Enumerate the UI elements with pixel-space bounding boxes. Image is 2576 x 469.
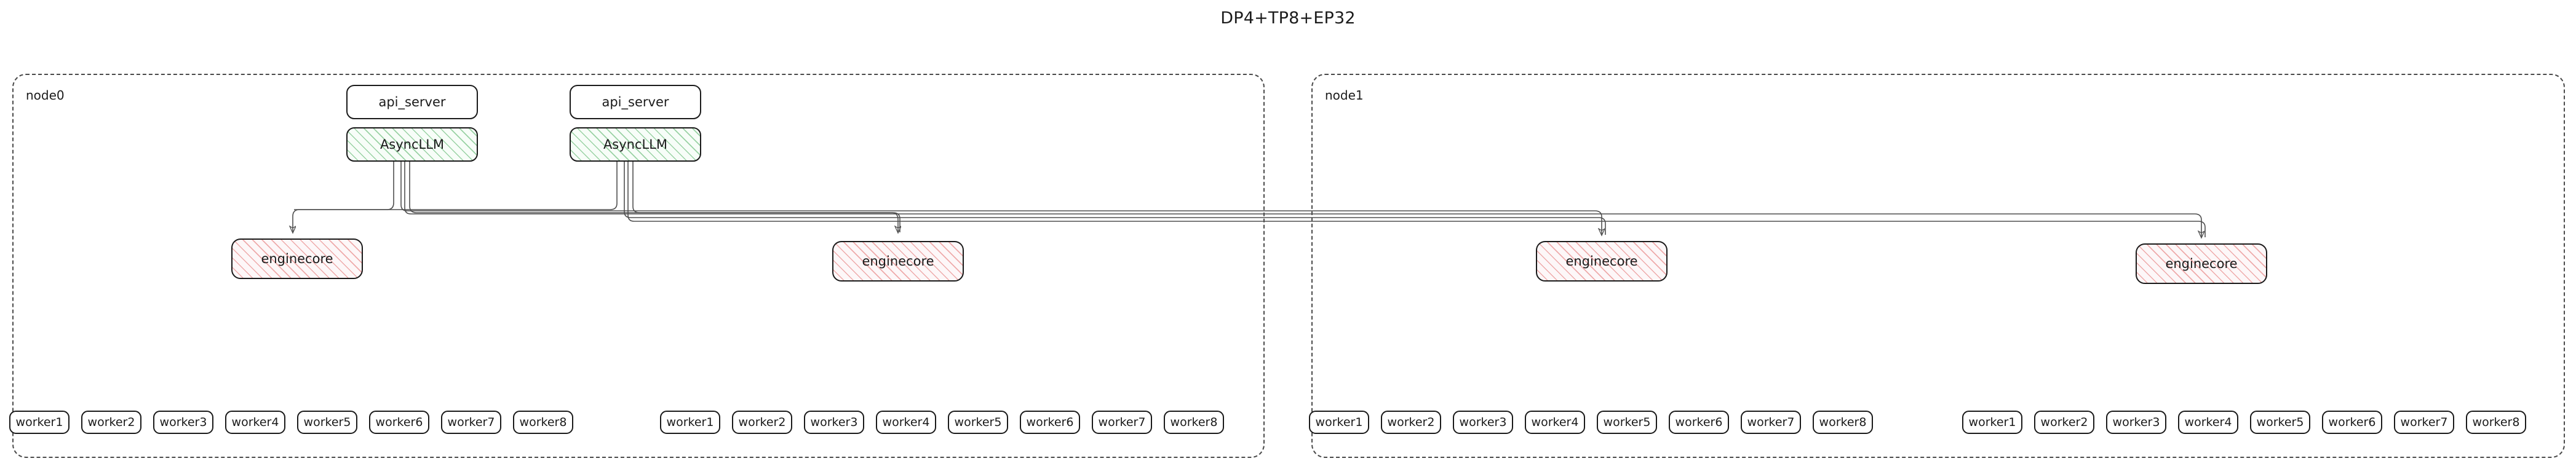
enginecore-box-node0-1[interactable]: enginecore (832, 241, 964, 282)
worker-box-node1-g0-worker8[interactable]: worker8 (1813, 411, 1873, 434)
worker-box-node1-g0-worker5[interactable]: worker5 (1597, 411, 1657, 434)
worker-box-node1-g0-worker1[interactable]: worker1 (1309, 411, 1369, 434)
worker-box-node1-g0-worker2[interactable]: worker2 (1381, 411, 1441, 434)
worker-box-node1-g1-worker1[interactable]: worker1 (1962, 411, 2022, 434)
worker-box-node0-g1-worker8[interactable]: worker8 (1164, 411, 1224, 434)
enginecore-box-node1-0[interactable]: enginecore (1536, 241, 1668, 282)
worker-box-node0-g0-worker8[interactable]: worker8 (513, 411, 573, 434)
worker-box-node1-g0-worker6[interactable]: worker6 (1669, 411, 1729, 434)
node-cluster-label-node1: node1 (1325, 88, 1364, 103)
worker-box-node1-g1-worker6[interactable]: worker6 (2322, 411, 2382, 434)
worker-box-node0-g0-worker2[interactable]: worker2 (81, 411, 141, 434)
worker-box-node1-g0-worker4[interactable]: worker4 (1525, 411, 1585, 434)
worker-box-node1-g1-worker2[interactable]: worker2 (2034, 411, 2094, 434)
worker-box-node0-g0-worker6[interactable]: worker6 (369, 411, 429, 434)
worker-box-node1-g0-worker3[interactable]: worker3 (1453, 411, 1513, 434)
async-llm-box-node0-1[interactable]: AsyncLLM (570, 127, 701, 162)
worker-box-node0-g0-worker3[interactable]: worker3 (153, 411, 213, 434)
node-cluster-node0 (12, 74, 1265, 458)
worker-box-node0-g1-worker5[interactable]: worker5 (948, 411, 1008, 434)
node-cluster-node1 (1311, 74, 2565, 458)
page-title: DP4+TP8+EP32 (1220, 9, 1356, 28)
worker-box-node0-g1-worker6[interactable]: worker6 (1020, 411, 1080, 434)
worker-box-node0-g0-worker4[interactable]: worker4 (225, 411, 285, 434)
worker-box-node1-g0-worker7[interactable]: worker7 (1741, 411, 1801, 434)
enginecore-box-node0-0[interactable]: enginecore (231, 238, 363, 279)
worker-box-node1-g1-worker5[interactable]: worker5 (2250, 411, 2310, 434)
api-server-box-node0-0[interactable]: api_server (346, 85, 478, 119)
async-llm-box-node0-0[interactable]: AsyncLLM (346, 127, 478, 162)
worker-box-node0-g1-worker7[interactable]: worker7 (1092, 411, 1152, 434)
worker-box-node0-g1-worker1[interactable]: worker1 (660, 411, 720, 434)
worker-box-node0-g0-worker1[interactable]: worker1 (9, 411, 70, 434)
worker-box-node0-g0-worker7[interactable]: worker7 (441, 411, 501, 434)
worker-box-node0-g1-worker3[interactable]: worker3 (804, 411, 864, 434)
api-server-box-node0-1[interactable]: api_server (570, 85, 701, 119)
worker-box-node1-g1-worker8[interactable]: worker8 (2466, 411, 2526, 434)
enginecore-box-node1-1[interactable]: enginecore (2136, 243, 2267, 284)
worker-box-node1-g1-worker7[interactable]: worker7 (2394, 411, 2454, 434)
worker-box-node0-g0-worker5[interactable]: worker5 (297, 411, 357, 434)
worker-box-node0-g1-worker4[interactable]: worker4 (876, 411, 936, 434)
worker-box-node0-g1-worker2[interactable]: worker2 (732, 411, 792, 434)
worker-box-node1-g1-worker4[interactable]: worker4 (2178, 411, 2238, 434)
node-cluster-label-node0: node0 (26, 88, 65, 103)
worker-box-node1-g1-worker3[interactable]: worker3 (2106, 411, 2166, 434)
